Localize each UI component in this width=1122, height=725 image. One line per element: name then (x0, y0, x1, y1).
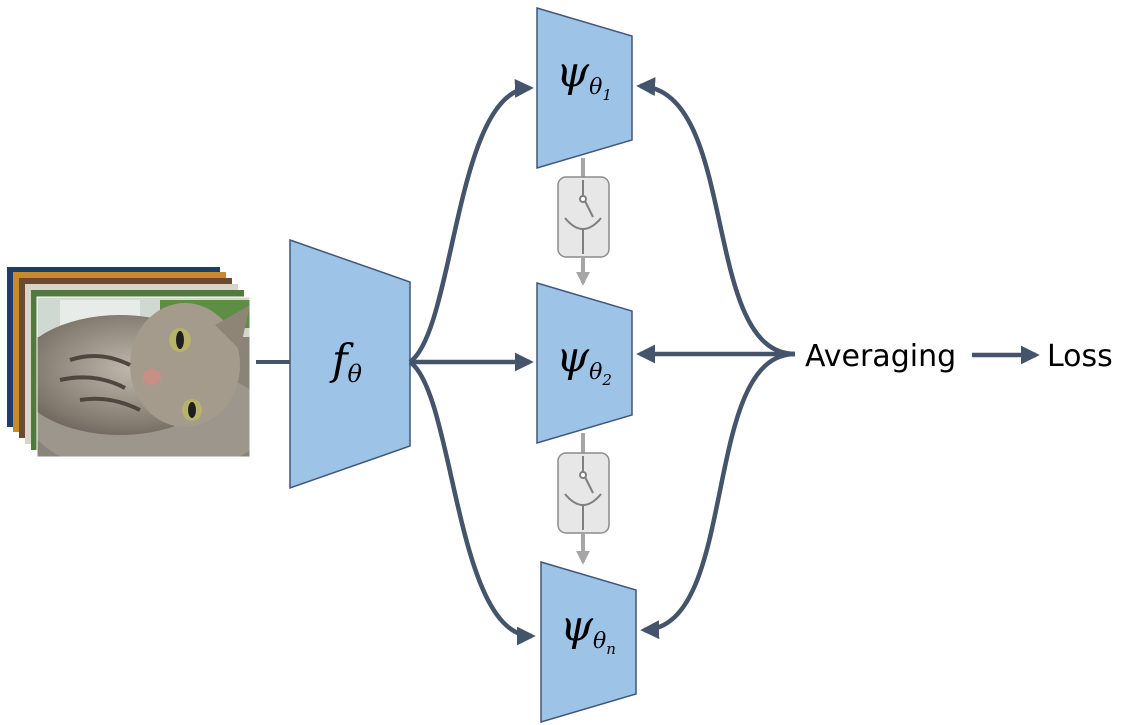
head-block-2: ψθ2 (536, 281, 633, 445)
arrow-averaging-to-head-1 (636, 77, 796, 357)
head-subscript: θ (589, 75, 602, 100)
averaging-label: Averaging (805, 339, 956, 374)
head-symbol: ψ (560, 601, 594, 650)
arrow-encoder-to-head-1 (408, 79, 534, 364)
head-index: 2 (601, 371, 612, 389)
gate-connector-2 (557, 433, 610, 565)
arrow-encoder-to-head-n (408, 360, 536, 646)
gate-connector-1 (557, 158, 610, 286)
svg-text:ψθ2: ψθ2 (556, 332, 612, 389)
svg-text:ψθ1: ψθ1 (556, 47, 612, 104)
head-subscript: θ (593, 629, 606, 654)
head-block-n: ψθn (540, 560, 637, 724)
head-symbol: ψ (556, 47, 590, 96)
head-block-1: ψθ1 (536, 6, 633, 170)
head-index: 1 (602, 86, 612, 104)
head-index: n (606, 640, 616, 658)
arrow-averaging-to-head-n (640, 351, 796, 640)
encoder-subscript: θ (348, 360, 363, 388)
head-subscript: θ (589, 360, 602, 385)
encoder-block: fθ (289, 238, 411, 490)
loss-label: Loss (1047, 339, 1113, 374)
head-symbol: ψ (556, 332, 590, 381)
svg-text:ψθn: ψθn (560, 601, 616, 658)
svg-text:fθ: fθ (329, 335, 363, 388)
cat-photo-icon (37, 297, 250, 457)
input-image-stack (7, 267, 251, 458)
